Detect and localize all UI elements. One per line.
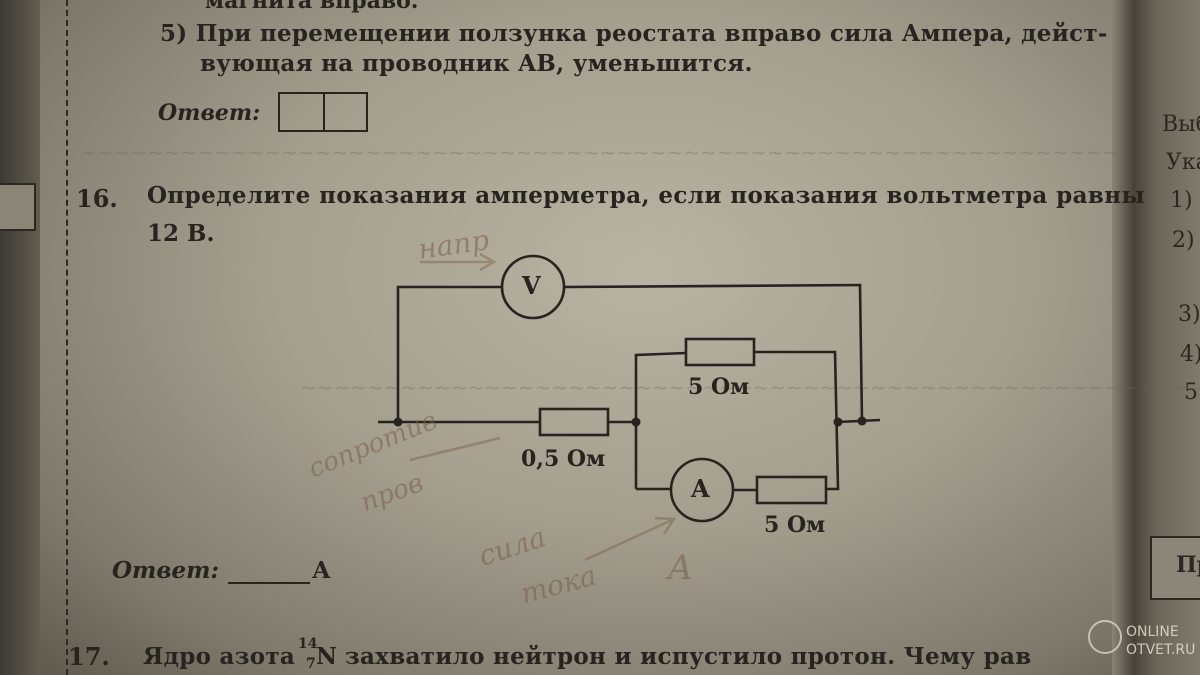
bleed-through-text: ~~~~~~~~~~~~~~~~~~~~~~~~~~~~~~~~~~~~~~~~… [300, 375, 1200, 399]
resistor-bottom [755, 475, 828, 505]
cut-off-line: магнита вправо. [205, 0, 419, 14]
right-page-line: 4) [1180, 342, 1200, 367]
node-right-1 [833, 417, 843, 427]
answer-label-16: Ответ: [112, 557, 219, 584]
watermark-logo-icon [1088, 620, 1122, 654]
node-left [393, 417, 403, 427]
question-17-text-start: Ядро азота [143, 643, 296, 670]
question-16-text-line-1: Определите показания амперметра, если по… [147, 182, 1145, 209]
right-page-line: Ука [1166, 150, 1200, 175]
resistor-top-label: 5 Ом [688, 374, 750, 400]
answer-box-15[interactable] [278, 92, 368, 132]
node-mid [631, 417, 641, 427]
right-page-line: 3) [1178, 302, 1200, 327]
option-5-line-2: вующая на проводник AB, уменьшится. [200, 50, 753, 77]
resistor-series-label: 0,5 Ом [521, 446, 606, 472]
ammeter-label: A [691, 474, 710, 503]
isotope-symbol: N [316, 643, 338, 670]
arrow-napr [420, 252, 497, 272]
voltmeter-circle [500, 254, 566, 320]
right-page-line: Выб [1162, 112, 1200, 137]
right-page-line: 5 [1184, 380, 1198, 405]
textbook-page [40, 0, 1140, 675]
voltmeter-label: V [522, 271, 541, 300]
cut-line [66, 0, 68, 675]
isotope-charge: 7 [306, 656, 316, 672]
right-page-box [1150, 536, 1200, 600]
handwriting-a: A [668, 548, 693, 588]
question-17-text-rest: захватило нейтрон и испустило протон. Че… [345, 643, 1032, 670]
answer-unit-16: А [312, 557, 331, 584]
right-page-box-letter: Пр [1176, 552, 1200, 578]
side-box [0, 183, 36, 231]
question-17-number: 17. [68, 642, 110, 671]
answer-label-15: Ответ: [158, 100, 261, 126]
option-5-line-1: 5) При перемещении ползунка реостата впр… [160, 20, 1108, 47]
watermark-line-2: OTVET.RU [1126, 642, 1196, 658]
question-16-text-line-2: 12 В. [147, 220, 215, 247]
watermark-line-1: ONLINE [1126, 624, 1179, 640]
right-page-line: 1) [1170, 188, 1193, 213]
bleed-through-text: ~~~~~~~~~~~~~~~~~~~~~~~~~~~~~~~~~~~~~~~~… [80, 140, 1119, 164]
page-edge [1112, 0, 1138, 675]
arrow-soprotiv [409, 436, 501, 462]
question-16-number: 16. [76, 184, 118, 213]
node-right-2 [857, 416, 867, 426]
resistor-bottom-label: 5 Ом [764, 512, 826, 538]
isotope-mass: 14 [298, 636, 318, 652]
wire-branch-left [634, 351, 687, 489]
right-page-line: 2) [1172, 228, 1195, 253]
wire-left [396, 285, 502, 422]
answer-field-16[interactable] [228, 582, 310, 584]
wire-right [563, 283, 864, 423]
arrow-sila [584, 516, 677, 562]
